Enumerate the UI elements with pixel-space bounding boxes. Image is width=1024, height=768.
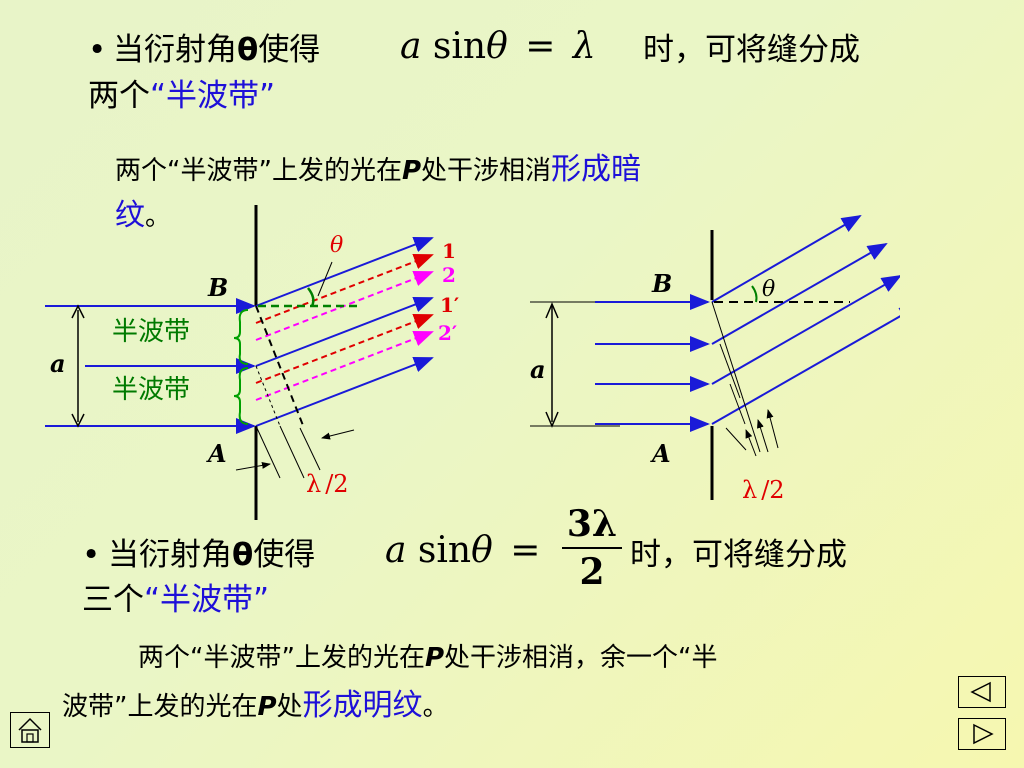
theta-leader (317, 261, 333, 297)
bullet-2: • (82, 537, 101, 573)
ray-2-prime (255, 331, 434, 401)
diffracted-ray-r3 (711, 275, 900, 385)
note1-end: 。 (145, 202, 172, 232)
note1-line2: 纹。 (115, 196, 171, 237)
label-ray-1-prime: 1′ (440, 293, 459, 317)
label-b-left: B (207, 273, 228, 302)
formula-2: a sinθ = (385, 530, 546, 571)
half-wave-zone-term: “半波带” (150, 78, 276, 114)
formula-eq: = (525, 26, 556, 67)
section1-line2-text: 两个 (88, 78, 150, 114)
brace-zone-1 (233, 309, 249, 365)
section2-text-b: 使得 (253, 537, 316, 573)
ray-1 (255, 254, 434, 324)
label-lambda-right: λ/2 (742, 476, 785, 504)
formula2-theta: θ (471, 530, 493, 571)
section1-line1: 当衍射角θ使得 (113, 30, 320, 70)
diffracted-ray-a (255, 357, 434, 427)
note1-emph-2: 纹 (115, 198, 145, 233)
note2-line2: 波带”上发的光在P处形成明纹。 (62, 686, 449, 727)
label-slit-width-left: a (50, 349, 66, 378)
label-lambda-left: λ/2 (306, 470, 349, 498)
label-a-right: A (650, 439, 671, 468)
note2-line1: 两个“半波带”上发的光在P处干涉相消，余一个“半 (138, 638, 718, 678)
label-slit-width-right: a (530, 355, 546, 384)
label-zone-2: 半波带 (112, 375, 190, 405)
note2-text-b: 处干涉相消，余一个“半 (444, 643, 718, 673)
section2-line2-text: 三个 (82, 582, 144, 618)
note2-text-d: 处 (276, 692, 303, 722)
formula-theta: θ (486, 26, 508, 67)
label-theta-right: θ (762, 277, 775, 302)
diffracted-ray-r4 (711, 305, 900, 425)
formula-sin: sin (432, 26, 487, 67)
half-wave-zone-term-2: “半波带” (144, 582, 270, 618)
note1-line1: 两个“半波带”上发的光在P处干涉相消形成暗 (115, 150, 641, 191)
label-ray-2-prime: 2′ (438, 321, 457, 345)
prev-button[interactable] (958, 676, 1006, 708)
label-theta-left: θ (330, 233, 343, 258)
note1-emph: 形成暗 (551, 152, 642, 187)
note1-text-a: 两个“半波带”上发的光在 (115, 156, 402, 186)
section1-line1-end: 时，可将缝分成 (643, 32, 860, 68)
diffracted-ray-mid (255, 297, 434, 367)
label-ray-1: 1 (442, 239, 456, 263)
ray-1-prime (255, 314, 434, 384)
label-b-right: B (651, 269, 672, 298)
fraction-bar (562, 547, 622, 549)
brace-zone-2 (233, 367, 249, 425)
section2-text-a: 当衍射角 (108, 537, 232, 573)
diffracted-ray-b (255, 237, 434, 307)
formula2-a: a (385, 530, 407, 571)
note2-text-a: 两个“半波带”上发的光在 (138, 643, 425, 673)
formula2-eq: = (510, 530, 541, 571)
label-a-left: A (206, 439, 227, 468)
fraction: 3λ 2 (562, 503, 622, 593)
triangle-left-icon (970, 681, 991, 703)
section2-line1-end: 时，可将缝分成 (630, 537, 847, 573)
note2-text-c: 波带”上发的光在 (62, 692, 258, 722)
note1-point-p: P (401, 156, 422, 186)
home-button[interactable] (10, 712, 50, 748)
fraction-numerator: 3λ (566, 503, 618, 545)
diagram-left: B A a θ 半波带 半波带 1 2 1′ 2′ λ/2 (45, 205, 459, 520)
note2-point-p: P (424, 643, 445, 673)
diffracted-ray-r2 (711, 243, 888, 345)
formula2-sin: sin (417, 530, 472, 571)
label-ray-2: 2 (442, 263, 456, 287)
label-zone-1: 半波带 (112, 317, 190, 347)
note2-point-p-2: P (257, 692, 277, 722)
section2-line2: 三个“半波带” (82, 580, 269, 620)
home-icon (18, 717, 42, 743)
theta-bold-2: θ (232, 537, 254, 573)
section2-line1: 当衍射角θ使得 (108, 535, 315, 575)
formula-rhs: λ (572, 26, 596, 67)
note2-emph: 形成明纹 (302, 688, 423, 723)
section1-text-b: 使得 (258, 32, 321, 68)
section1-text-a: 当衍射角 (113, 32, 237, 68)
formula-1: a sinθ = λ (400, 26, 596, 67)
note2-end: 。 (422, 692, 449, 722)
wavefront (255, 305, 305, 429)
next-button[interactable] (958, 718, 1006, 750)
fraction-denominator: 2 (579, 551, 605, 593)
theta-bold: θ (237, 32, 259, 68)
note1-text-b: 处干涉相消 (421, 156, 552, 186)
diffracted-ray-r1 (711, 214, 862, 303)
triangle-right-icon (973, 723, 994, 745)
diagram-right: B A a θ λ/2 (530, 214, 900, 504)
bullet-1: • (88, 32, 107, 68)
formula-a: a (400, 26, 422, 67)
section1-line2: 两个“半波带” (88, 76, 275, 116)
